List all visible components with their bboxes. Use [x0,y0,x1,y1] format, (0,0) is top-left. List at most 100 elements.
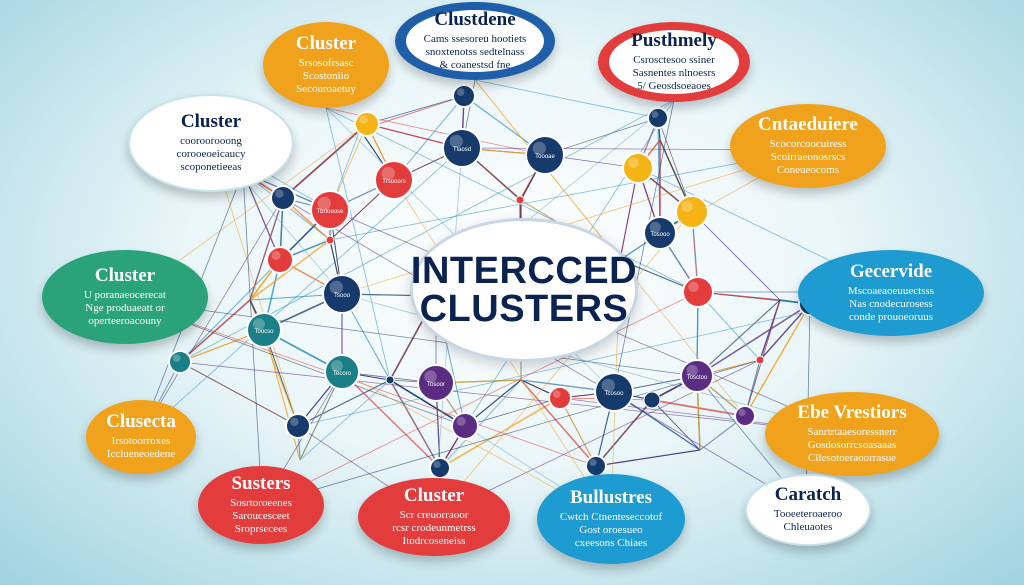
connection-line [439,397,561,469]
network-node [734,405,756,427]
network-node [647,107,669,129]
cluster-bubble-line: Irsotoorroxes [111,435,171,448]
cluster-bubble-title: Gecervide [849,260,933,282]
connection-line [282,129,361,199]
cluster-bubble-line: Sanrtrtaaesoressnerr [807,425,897,438]
hub-node: Tbrtooose [310,190,350,230]
connection-line [329,149,809,241]
cluster-bubble-title: Cluster [94,264,156,286]
cluster-bubble-line: Scr creuorraoor [399,508,469,521]
cluster-bubble-title: Caratch [774,484,842,506]
network-node [755,355,765,365]
connection-line [433,211,693,518]
hub-node-label: Tsooo [334,293,351,299]
connection-line [474,79,659,119]
hub-node-label: Tecoro [333,371,352,377]
connection-line [139,197,284,438]
hub-node-label: Tcosoo [604,391,624,397]
hub-node: Toooae [525,135,565,175]
cluster-bubble-line: Sroprsecees [234,523,288,536]
hub-node-label: Tlaosd [453,147,471,153]
connection-line [559,397,597,467]
connection-line [179,299,251,363]
center-title-bubble: INTERCCED CLUSTERS [410,218,638,362]
hub-node-label: Tbrtooose [316,209,344,215]
connection-line [520,379,597,467]
network-node [266,246,294,274]
cluster-bubble-title: Clustdene [434,8,516,30]
center-title-line1: INTERCCED [410,250,638,292]
connection-line [249,239,331,301]
hub-node-label: Toooae [535,154,555,160]
network-node [585,455,607,477]
cluster-bubble-line: Sosrtoroeenes [230,496,292,509]
network-node [168,350,192,374]
connection-line [744,303,811,417]
cluster-bubble-line: Tooeeteroaeroo [773,508,843,521]
cluster-bubble-line: Srsosofrsasc [298,56,354,69]
connection-line [261,359,761,506]
connection-line [325,107,699,293]
cluster-bubble-line: Gost oroesueo [579,523,643,536]
cluster-bubble-title: Cntaeduiere [758,113,858,135]
cluster-bubble-line: Icclueneoedene [106,448,176,461]
cluster-bubble-line: cxeesons Chiaes [574,537,648,550]
connection-line [179,259,281,363]
hub-node-label: Tosooo [650,232,670,238]
cluster-bubble-line: Coneueocoms [776,164,840,177]
cluster-bubble-line: Secouroaetuy [296,83,356,96]
cluster-bubble-line: conde prouoeoruus [848,311,933,324]
connection-line [389,379,441,469]
connection-line [595,449,701,467]
cluster-bubble-line: operteeroacouny [88,315,162,328]
hub-node-label: Tosoor [427,382,445,388]
center-title-line2: CLUSTERS [419,288,629,330]
network-node [325,235,335,245]
connection-line [297,291,896,427]
hub-node-label: Trsooors [382,179,405,185]
hub-node: Tosooo [643,216,677,250]
connection-line [139,147,463,438]
network-node [385,375,395,385]
cluster-bubble-line: 5/ Geosdsoeaoes [637,80,711,93]
cluster-bubble-line: Saroucesceet [232,509,290,522]
hub-node: Tlaosd [442,128,482,168]
connection-line [613,99,675,393]
network-node [285,413,311,439]
connection-line [124,299,597,467]
cluster-bubble-title: Cluster [403,484,465,506]
cluster-bubble-title: Clusecta [106,411,176,433]
hub-node: Tecoro [324,354,360,390]
connection-line [179,361,299,427]
cluster-bubble-line: cooroorooong [180,134,242,147]
hub-node: Trsooors [374,160,414,200]
cluster-bubble-line: U poranaeocerecat [83,288,167,301]
connection-line [696,299,781,377]
connection-line [261,291,699,506]
cluster-bubble-line: Sasnentes nlnoesrs [632,66,716,79]
cluster-bubble-line: Scoirraeonosrscs [770,150,846,163]
connection-line [341,371,441,469]
network-node [682,276,714,308]
cluster-bubble-line: snoxtenotss sedtelnass [425,45,525,58]
cluster-bubble-line: Mscoaeaoeuuectsss [847,284,935,297]
hub-node: Toocso [246,312,282,348]
network-node [270,185,296,211]
cluster-bubble-line: Itodrcoseneiss [402,535,466,548]
cluster-bubble-title: Ebe Vrestiors [797,401,907,423]
connection-line [439,379,522,469]
hub-node: Tosctoo [680,359,714,393]
network-node [429,457,451,479]
cluster-bubble-title: Bullustres [569,486,652,508]
connection-line [249,197,284,301]
cluster-bubble-line: Csrosctesoo ssiner [633,53,715,66]
